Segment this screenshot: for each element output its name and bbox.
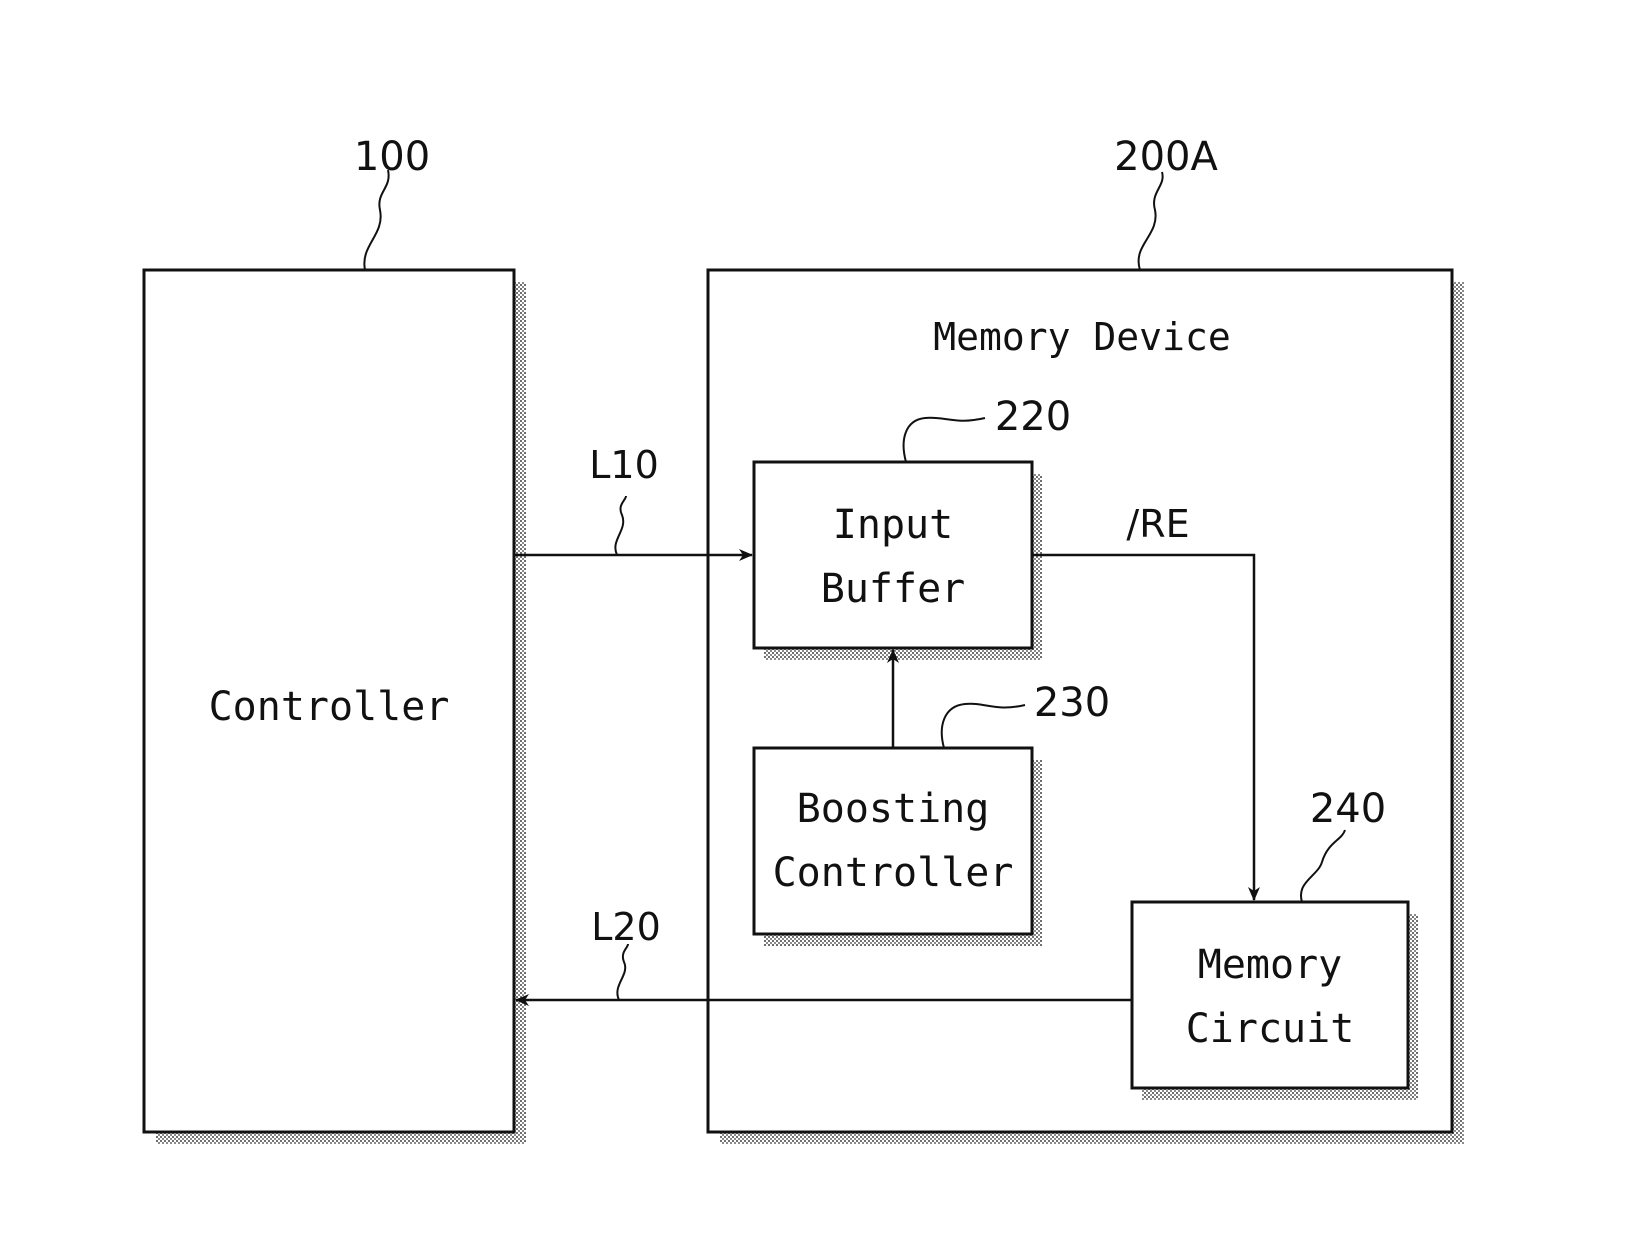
controller-leader-line <box>364 170 388 270</box>
l20-leader-line <box>617 944 628 1000</box>
memory-circuit-ref: 240 <box>1310 786 1386 832</box>
input-buffer-block: Input Buffer <box>754 462 1042 660</box>
input-buffer-ref: 220 <box>995 394 1071 440</box>
memory-device-label: Memory Device <box>933 315 1230 359</box>
input-buffer-label-1: Input <box>833 502 953 548</box>
controller-label: Controller <box>209 684 450 730</box>
boosting-controller-ref: 230 <box>1034 680 1110 726</box>
boosting-controller-label-2: Controller <box>773 850 1014 896</box>
controller-ref: 100 <box>354 134 430 180</box>
memory-device-leader-line <box>1139 172 1163 270</box>
re-label: /RE <box>1126 502 1189 546</box>
l10-leader-line <box>615 496 626 555</box>
memory-circuit-label-2: Circuit <box>1186 1006 1355 1052</box>
boosting-controller-block: Boosting Controller <box>754 748 1042 946</box>
l20-label: L20 <box>591 905 661 949</box>
input-buffer-label-2: Buffer <box>821 566 966 612</box>
l10-label: L10 <box>589 443 659 487</box>
boosting-controller-label-1: Boosting <box>797 786 990 832</box>
memory-circuit-block: Memory Circuit <box>1132 902 1418 1100</box>
memory-device-ref: 200A <box>1114 134 1218 180</box>
memory-circuit-label-1: Memory <box>1198 942 1343 988</box>
controller-block: Controller <box>144 270 526 1144</box>
